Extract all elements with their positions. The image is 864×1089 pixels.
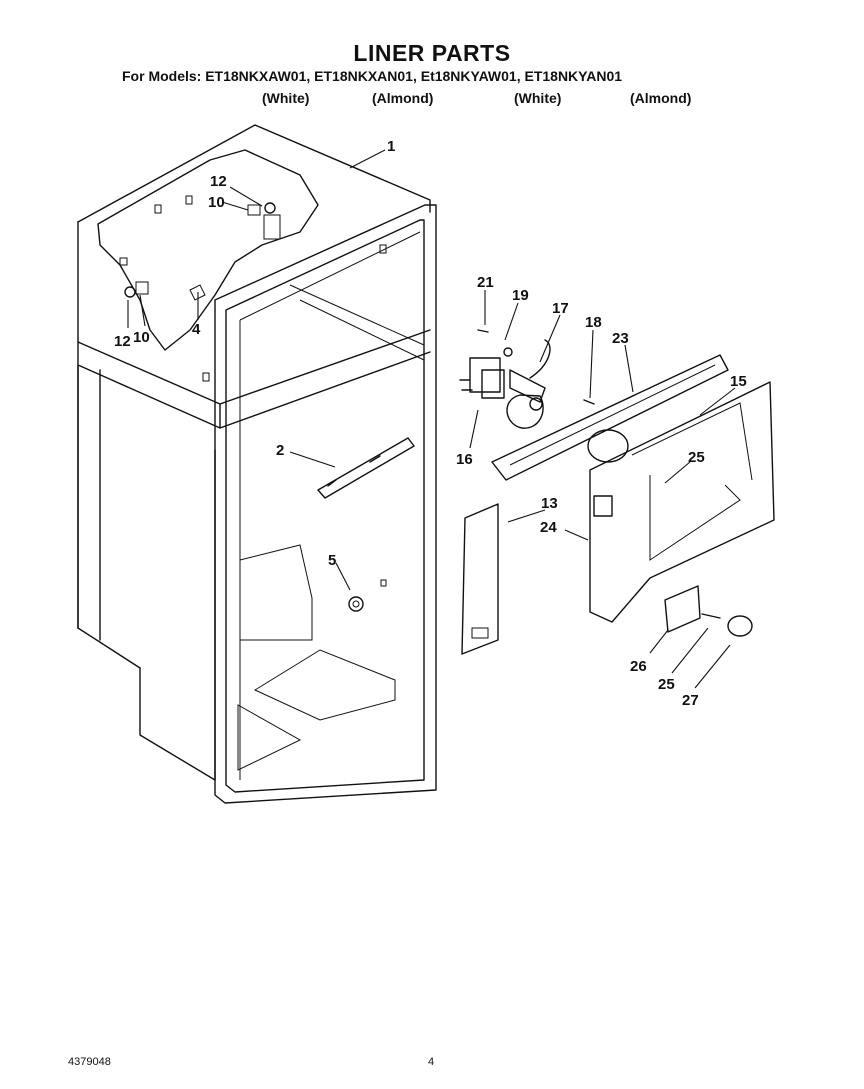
- callout-25-upper: 25: [688, 449, 705, 466]
- models-line: For Models: ET18NKXAW01, ET18NKXAN01, Et…: [122, 68, 623, 84]
- model-color-1: (White): [262, 90, 310, 106]
- callout-26: 26: [630, 658, 647, 675]
- document-number: 4379048: [68, 1056, 111, 1068]
- callout-10-lower: 10: [133, 329, 150, 346]
- part-5-fastener: [348, 596, 364, 612]
- model-color-4: (Almond): [630, 90, 692, 106]
- thermostat-bracket: [124, 202, 281, 301]
- callout-1: 1: [387, 138, 395, 155]
- fan-motor-assembly: [459, 329, 595, 429]
- callout-24: 24: [540, 519, 557, 536]
- callout-10-upper: 10: [208, 194, 225, 211]
- callout-13: 13: [541, 495, 558, 512]
- refrigerator-liner: [77, 124, 437, 804]
- leader-lines: [127, 149, 736, 689]
- model-color-3: (White): [514, 90, 562, 106]
- callout-4: 4: [192, 321, 201, 338]
- part-24-panel: [589, 381, 775, 623]
- part-13-cover: [461, 503, 499, 655]
- callout-2: 2: [276, 442, 284, 459]
- callout-18: 18: [585, 314, 602, 331]
- callout-15: 15: [730, 373, 747, 390]
- part-2-bracket: [317, 437, 415, 499]
- callout-12-upper: 12: [210, 173, 227, 190]
- callout-17: 17: [552, 300, 569, 317]
- callout-19: 19: [512, 287, 529, 304]
- callout-12-lower: 12: [114, 333, 131, 350]
- callout-21: 21: [477, 274, 494, 291]
- callout-5: 5: [328, 552, 336, 569]
- callout-23: 23: [612, 330, 629, 347]
- callout-25-lower: 25: [658, 676, 675, 693]
- page-number: 4: [428, 1056, 435, 1068]
- page-title: LINER PARTS: [353, 40, 511, 66]
- part-25-screw: [701, 613, 721, 619]
- part-23-duct: [491, 354, 729, 481]
- part-27-knob: [727, 615, 753, 637]
- model-color-2: (Almond): [372, 90, 434, 106]
- callout-27: 27: [682, 692, 699, 709]
- callout-labels: 1 12 10 4 12 10 2 5 21 19 17 18 23 15 16…: [114, 138, 747, 709]
- callout-16: 16: [456, 451, 473, 468]
- part-26-plate: [664, 585, 701, 633]
